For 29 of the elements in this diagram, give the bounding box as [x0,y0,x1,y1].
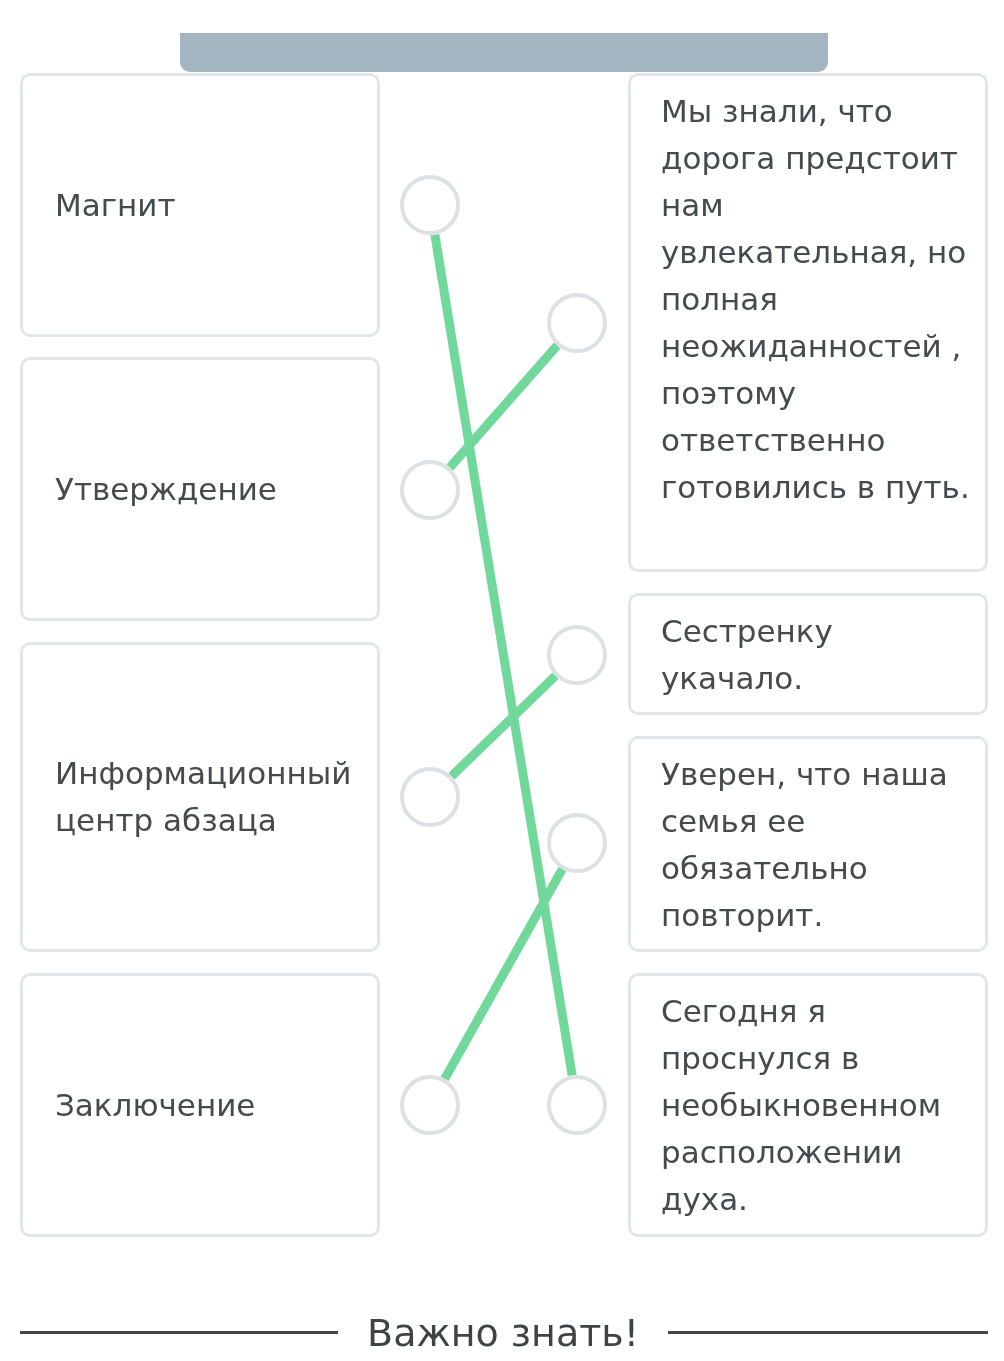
answer-card [628,973,988,1237]
answer-card [20,357,380,621]
answer-card [628,593,988,715]
connector-circle [547,293,607,353]
card-text: Сегодня я проснулся в необыкновенном расположении духа. [661,992,943,1219]
section-heading: Важно знать! [366,1310,640,1357]
card-text: Сестренку укачало. [661,612,834,698]
answer-card [20,642,380,952]
answer-card [20,973,380,1237]
connector-circle [547,625,607,685]
answer-card [20,73,380,337]
card-text: Информационный центр абзаца [55,754,353,840]
answer-card [628,736,988,952]
card-text: Уверен, что наша семья ее обязательно повторит. [661,755,949,935]
card-text: Утверждение [55,469,277,509]
connector-circle [400,175,460,235]
connector-circle [400,1075,460,1135]
matching-line [430,233,577,1077]
connector-circle [400,767,460,827]
connector-circle [400,460,460,520]
card-text: Магнит [55,185,176,225]
connector-circle [547,813,607,873]
card-text: Мы знали, что дорога предстоит нам увлекательная, но полная неожиданностей , поэтому ответственно готовились в путь. [661,92,971,507]
connector-circle [547,1075,607,1135]
matching-line [440,866,567,1082]
card-text: Заключение [55,1085,256,1125]
answer-card [628,73,988,572]
matching-line [446,342,561,471]
matching-line [448,672,559,780]
